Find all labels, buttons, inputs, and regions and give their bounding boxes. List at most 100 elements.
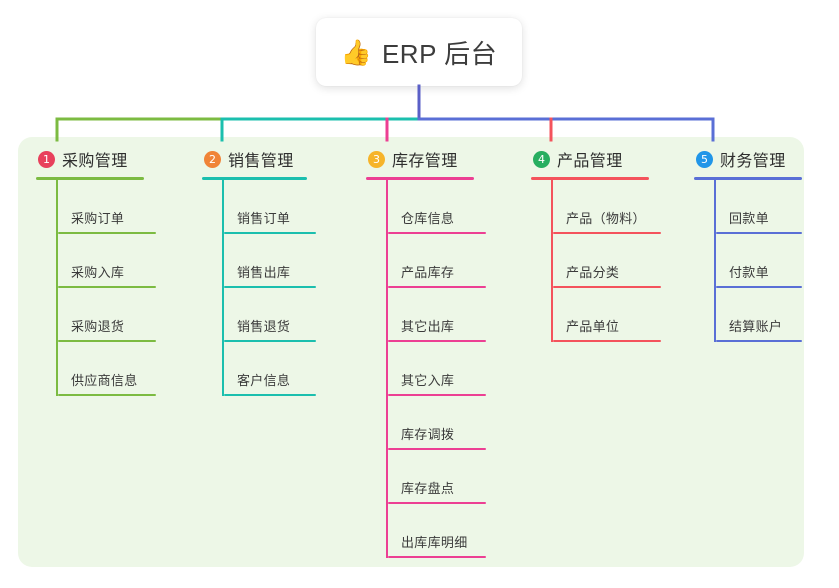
- leaf-underline: [58, 232, 156, 234]
- leaf-label: 仓库信息: [401, 211, 455, 226]
- leaf-node[interactable]: 客户信息: [222, 342, 352, 396]
- branch-title: 销售管理: [228, 153, 294, 170]
- leaf-node[interactable]: 结算账户: [714, 288, 839, 342]
- branch-column-3[interactable]: 3 库存管理仓库信息产品库存其它出库其它入库库存调拨库存盘点出库库明细: [366, 146, 516, 558]
- branch-column-4[interactable]: 4 产品管理产品（物料） 产品分类产品单位: [531, 146, 691, 342]
- leaf-node[interactable]: 采购订单: [56, 180, 186, 234]
- leaf-list: 回款单付款单结算账户: [694, 180, 839, 342]
- branch-number-badge: 4: [533, 150, 550, 168]
- leaf-label: 供应商信息: [71, 373, 138, 388]
- branch-spine: [386, 180, 388, 558]
- branch-header-2[interactable]: 2 销售管理: [202, 146, 352, 172]
- leaf-underline: [716, 340, 802, 342]
- leaf-underline: [388, 394, 486, 396]
- leaf-label: 回款单: [729, 211, 769, 226]
- leaf-node[interactable]: 供应商信息: [56, 342, 186, 396]
- branch-header-4[interactable]: 4 产品管理: [531, 146, 691, 172]
- leaf-label: 结算账户: [729, 319, 783, 334]
- branch-number-badge: 5: [696, 150, 713, 168]
- leaf-node[interactable]: 仓库信息: [386, 180, 516, 234]
- leaf-list: 产品（物料） 产品分类产品单位: [531, 180, 691, 342]
- leaf-label: 产品单位: [566, 319, 620, 334]
- leaf-label: 产品（物料）: [566, 211, 646, 226]
- branch-title: 采购管理: [62, 153, 128, 170]
- leaf-label: 客户信息: [237, 373, 291, 388]
- branch-column-1[interactable]: 1 采购管理采购订单采购入库采购退货供应商信息: [36, 146, 186, 396]
- thumbs-up-icon: 👍: [340, 38, 372, 67]
- leaf-underline: [388, 448, 486, 450]
- leaf-underline: [224, 340, 316, 342]
- leaf-underline: [388, 232, 486, 234]
- leaf-list: 销售订单销售出库销售退货客户信息: [202, 180, 352, 396]
- leaf-node[interactable]: 付款单: [714, 234, 839, 288]
- leaf-label: 其它出库: [401, 319, 455, 334]
- leaf-underline: [58, 286, 156, 288]
- branch-number-badge: 1: [38, 150, 55, 168]
- leaf-node[interactable]: 产品库存: [386, 234, 516, 288]
- leaf-label: 库存调拨: [401, 427, 455, 442]
- leaf-underline: [224, 232, 316, 234]
- leaf-label: 销售订单: [237, 211, 291, 226]
- leaf-node[interactable]: 回款单: [714, 180, 839, 234]
- leaf-list: 仓库信息产品库存其它出库其它入库库存调拨库存盘点出库库明细: [366, 180, 516, 558]
- leaf-node[interactable]: 销售订单: [222, 180, 352, 234]
- leaf-label: 采购退货: [71, 319, 125, 334]
- branch-spine: [551, 180, 553, 342]
- branch-underline: [694, 177, 802, 180]
- branch-title: 库存管理: [392, 153, 458, 170]
- leaf-node[interactable]: 出库库明细: [386, 504, 516, 558]
- leaf-label: 出库库明细: [401, 535, 468, 550]
- leaf-underline: [388, 286, 486, 288]
- branch-number-badge: 3: [368, 150, 385, 168]
- leaf-label: 付款单: [729, 265, 769, 280]
- branch-spine: [714, 180, 716, 342]
- leaf-list: 采购订单采购入库采购退货供应商信息: [36, 180, 186, 396]
- branch-spine: [56, 180, 58, 396]
- leaf-node[interactable]: 产品分类: [551, 234, 691, 288]
- branch-title: 产品管理: [557, 153, 623, 170]
- branch-header-1[interactable]: 1 采购管理: [36, 146, 186, 172]
- root-node[interactable]: 👍 ERP 后台: [316, 18, 522, 86]
- leaf-node[interactable]: 产品（物料）: [551, 180, 691, 234]
- leaf-node[interactable]: 产品单位: [551, 288, 691, 342]
- leaf-node[interactable]: 采购入库: [56, 234, 186, 288]
- branch-underline: [36, 177, 144, 180]
- leaf-underline: [716, 232, 802, 234]
- branch-underline: [531, 177, 649, 180]
- leaf-label: 其它入库: [401, 373, 455, 388]
- leaf-underline: [58, 394, 156, 396]
- leaf-underline: [224, 394, 316, 396]
- leaf-node[interactable]: 库存调拨: [386, 396, 516, 450]
- leaf-underline: [553, 340, 661, 342]
- leaf-label: 产品库存: [401, 265, 455, 280]
- root-node-title: ERP 后台: [381, 38, 498, 69]
- leaf-label: 采购入库: [71, 265, 125, 280]
- leaf-label: 销售出库: [237, 265, 291, 280]
- branch-number-badge: 2: [204, 150, 221, 168]
- leaf-label: 销售退货: [237, 319, 291, 334]
- leaf-underline: [553, 232, 661, 234]
- leaf-underline: [224, 286, 316, 288]
- leaf-underline: [553, 286, 661, 288]
- leaf-node[interactable]: 其它入库: [386, 342, 516, 396]
- branch-spine: [222, 180, 224, 396]
- branch-header-3[interactable]: 3 库存管理: [366, 146, 516, 172]
- branch-column-2[interactable]: 2 销售管理销售订单销售出库销售退货客户信息: [202, 146, 352, 396]
- leaf-node[interactable]: 采购退货: [56, 288, 186, 342]
- branch-underline: [202, 177, 307, 180]
- leaf-node[interactable]: 销售出库: [222, 234, 352, 288]
- leaf-underline: [388, 340, 486, 342]
- leaf-label: 产品分类: [566, 265, 620, 280]
- leaf-underline: [388, 556, 486, 558]
- branch-underline: [366, 177, 474, 180]
- leaf-underline: [716, 286, 802, 288]
- leaf-node[interactable]: 其它出库: [386, 288, 516, 342]
- leaf-node[interactable]: 销售退货: [222, 288, 352, 342]
- leaf-label: 采购订单: [71, 211, 125, 226]
- leaf-node[interactable]: 库存盘点: [386, 450, 516, 504]
- leaf-underline: [388, 502, 486, 504]
- leaf-underline: [58, 340, 156, 342]
